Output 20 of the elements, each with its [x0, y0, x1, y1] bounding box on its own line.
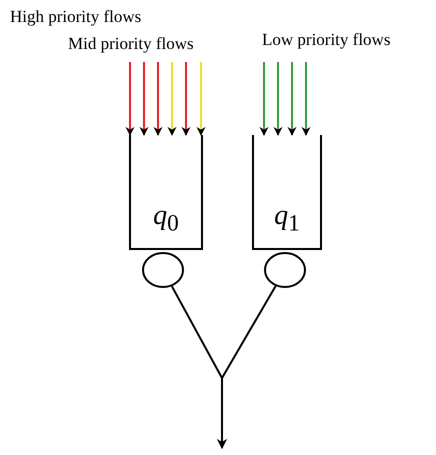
arrow — [182, 62, 190, 136]
arrow — [217, 286, 276, 449]
arrow — [196, 62, 206, 136]
arrow — [274, 62, 282, 136]
arrow — [302, 62, 310, 136]
arrow — [288, 62, 296, 136]
queue-box — [129, 135, 203, 250]
server-circle — [264, 252, 306, 288]
queue-label: q$_{0}$ — [152, 200, 180, 238]
arrow — [140, 62, 148, 136]
queue-label: q$_{1}$ — [273, 200, 301, 238]
flow-label: High priority flows — [10, 7, 142, 27]
arrow — [168, 62, 176, 136]
arrow — [154, 62, 162, 136]
server-circle — [142, 252, 184, 288]
arrow — [260, 62, 268, 136]
flow-label: Low priority flows — [262, 30, 390, 50]
queue-box — [252, 135, 322, 250]
flow-label: Mid priority flows — [68, 34, 194, 54]
arrow — [126, 62, 134, 136]
